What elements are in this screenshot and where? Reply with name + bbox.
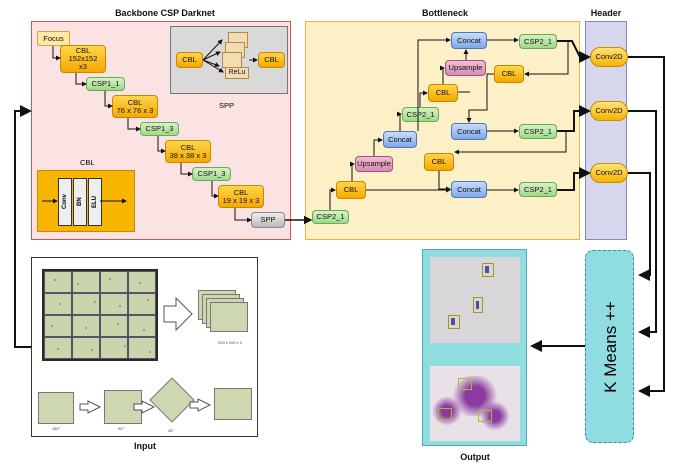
rot-label-90: 90° bbox=[118, 426, 125, 431]
rot-label-45: 45° bbox=[168, 428, 175, 433]
detection-box bbox=[438, 408, 452, 420]
bottleneck-csp2-1-in: CSP2_1 bbox=[312, 210, 349, 224]
edge bbox=[127, 118, 141, 132]
edge bbox=[350, 161, 355, 181]
edge bbox=[628, 56, 665, 397]
bottleneck-concat-mid: Concat bbox=[451, 123, 487, 140]
edge bbox=[202, 51, 221, 61]
edge bbox=[180, 163, 193, 177]
backbone-cbl-152: CBL 152x152 x3 bbox=[60, 45, 106, 73]
edge bbox=[52, 46, 61, 61]
edge bbox=[329, 187, 336, 210]
bottleneck-concat-top: Concat bbox=[451, 32, 487, 49]
edge bbox=[438, 171, 451, 192]
edge bbox=[466, 73, 494, 123]
bottleneck-concat-a: Concat bbox=[383, 131, 417, 148]
edge bbox=[440, 65, 445, 84]
detection-box bbox=[458, 378, 472, 390]
edge bbox=[211, 181, 219, 199]
bottleneck-upsample-b: Upsample bbox=[445, 60, 486, 76]
input-title: Input bbox=[134, 441, 156, 451]
edge bbox=[417, 37, 451, 131]
input-grid bbox=[42, 269, 158, 361]
detection-box bbox=[482, 263, 494, 277]
edge bbox=[14, 105, 32, 348]
output-image-bottom bbox=[430, 366, 520, 441]
bottleneck-concat-bot: Concat bbox=[451, 181, 487, 198]
backbone-title: Backbone CSP Darknet bbox=[115, 8, 215, 18]
edge bbox=[157, 136, 166, 154]
edge bbox=[234, 208, 252, 223]
bottleneck-csp2-1-a: CSP2_1 bbox=[402, 107, 439, 122]
expand-arrow bbox=[163, 296, 193, 332]
bottleneck-cbl-mid: CBL bbox=[424, 153, 454, 171]
output-title: Output bbox=[460, 452, 490, 462]
spp-cbl-in: CBL bbox=[176, 52, 203, 68]
stack-caption: 200 x 200 x 3 bbox=[218, 340, 243, 345]
kmeans-box bbox=[585, 250, 634, 443]
bottleneck-cbl-right: CBL bbox=[494, 65, 524, 83]
focus-node: Focus bbox=[37, 31, 70, 46]
detection-box bbox=[448, 315, 460, 329]
rot-arrow bbox=[133, 400, 156, 414]
rot-thumb-180 bbox=[38, 392, 74, 424]
edge bbox=[202, 59, 224, 73]
input-patch-stack bbox=[198, 290, 253, 338]
rot-arrow bbox=[189, 398, 212, 412]
edge bbox=[202, 39, 223, 61]
edge bbox=[628, 172, 651, 281]
header-conv2d-2: Conv2D bbox=[590, 101, 628, 121]
detection-box bbox=[478, 410, 492, 422]
edge bbox=[373, 137, 383, 156]
edge bbox=[557, 40, 591, 63]
backbone-cbl-76: CBL 76 x 76 x 3 bbox=[112, 95, 158, 118]
header-title: Header bbox=[590, 8, 622, 18]
edge bbox=[557, 105, 591, 132]
bottleneck-upsample-a: Upsample bbox=[355, 156, 393, 172]
header-conv2d-1: Conv2D bbox=[590, 47, 628, 67]
output-image-top bbox=[430, 257, 520, 343]
edge bbox=[628, 110, 657, 338]
detection-box bbox=[473, 297, 483, 313]
rot-label-180: 180° bbox=[52, 426, 61, 431]
edge bbox=[75, 73, 87, 87]
backbone-cbl-38: CBL 38 x 38 x 3 bbox=[165, 140, 211, 163]
cbl-inset-title: CBL bbox=[80, 158, 95, 167]
edge bbox=[419, 90, 428, 107]
backbone-cbl-19: CBL 19 x 19 x 3 bbox=[218, 185, 264, 208]
bottleneck-cbl-a: CBL bbox=[336, 181, 366, 199]
bottleneck-csp2-1-top: CSP2_1 bbox=[519, 34, 557, 49]
bottleneck-cbl-b: CBL bbox=[428, 84, 458, 102]
bottleneck-csp2-1-mid: CSP2_1 bbox=[519, 124, 557, 139]
edge bbox=[397, 111, 402, 131]
bottleneck-csp2-1-bot: CSP2_1 bbox=[519, 182, 557, 197]
rot-thumb-orig bbox=[214, 388, 252, 420]
edge bbox=[454, 130, 567, 155]
rot-arrow bbox=[79, 400, 102, 414]
edge bbox=[524, 40, 569, 77]
bottleneck-title: Bottleneck bbox=[421, 8, 468, 18]
spp-pool-stack bbox=[222, 32, 252, 82]
edge bbox=[104, 91, 113, 109]
spp-inset-title: SPP bbox=[219, 101, 235, 110]
spp-cbl-out: CBL bbox=[258, 52, 285, 68]
spp-relu: ReLu bbox=[225, 67, 249, 79]
edge bbox=[557, 167, 591, 191]
edge bbox=[202, 59, 220, 67]
